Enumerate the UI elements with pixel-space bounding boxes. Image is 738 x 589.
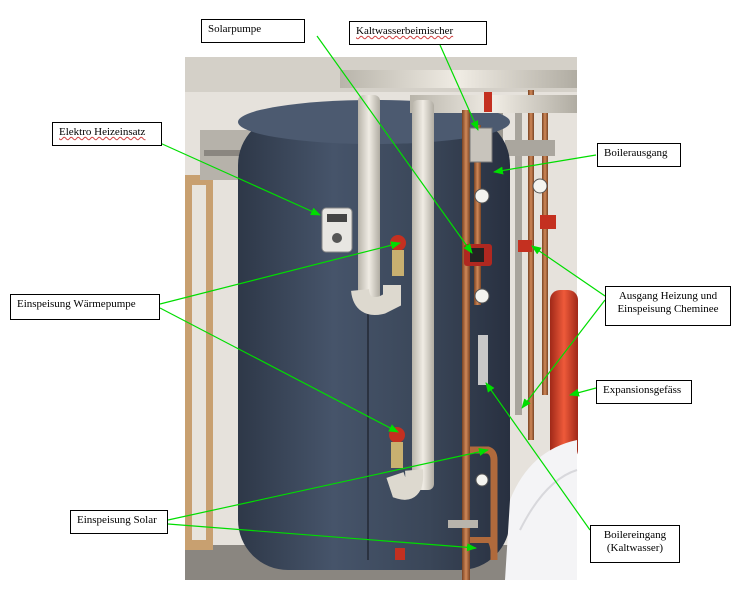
label-elektro-heizeinsatz: Elektro Heizeinsatz bbox=[52, 122, 162, 146]
valve-heatpump-top bbox=[390, 235, 406, 251]
label-boilereingang: Boilereingang (Kaltwasser) bbox=[590, 525, 680, 563]
cold-water-mixer bbox=[469, 127, 493, 163]
valve-heatpump-bottom bbox=[389, 427, 405, 443]
expansion-tank bbox=[550, 290, 578, 460]
label-ausgang-heizung: Ausgang Heizung und Einspeisung Cheminee bbox=[605, 286, 731, 326]
label-ausgang-heizung-line1: Ausgang Heizung und bbox=[618, 290, 718, 302]
label-boilereingang-line1: Boilereingang bbox=[603, 529, 667, 541]
label-boilerausgang: Boilerausgang bbox=[597, 143, 681, 167]
label-einspeisung-solar: Einspeisung Solar bbox=[70, 510, 168, 534]
label-expansionsgefaess: Expansionsgefäss bbox=[596, 380, 692, 404]
label-einspeisung-waermepumpe: Einspeisung Wärmepumpe bbox=[10, 294, 160, 320]
label-solarpumpe: Solarpumpe bbox=[201, 19, 305, 43]
label-boilereingang-line2: (Kaltwasser) bbox=[606, 542, 664, 554]
label-kaltwasserbeimischer: Kaltwasserbeimischer bbox=[349, 21, 487, 45]
label-ausgang-heizung-line2: Einspeisung Cheminee bbox=[617, 303, 719, 315]
